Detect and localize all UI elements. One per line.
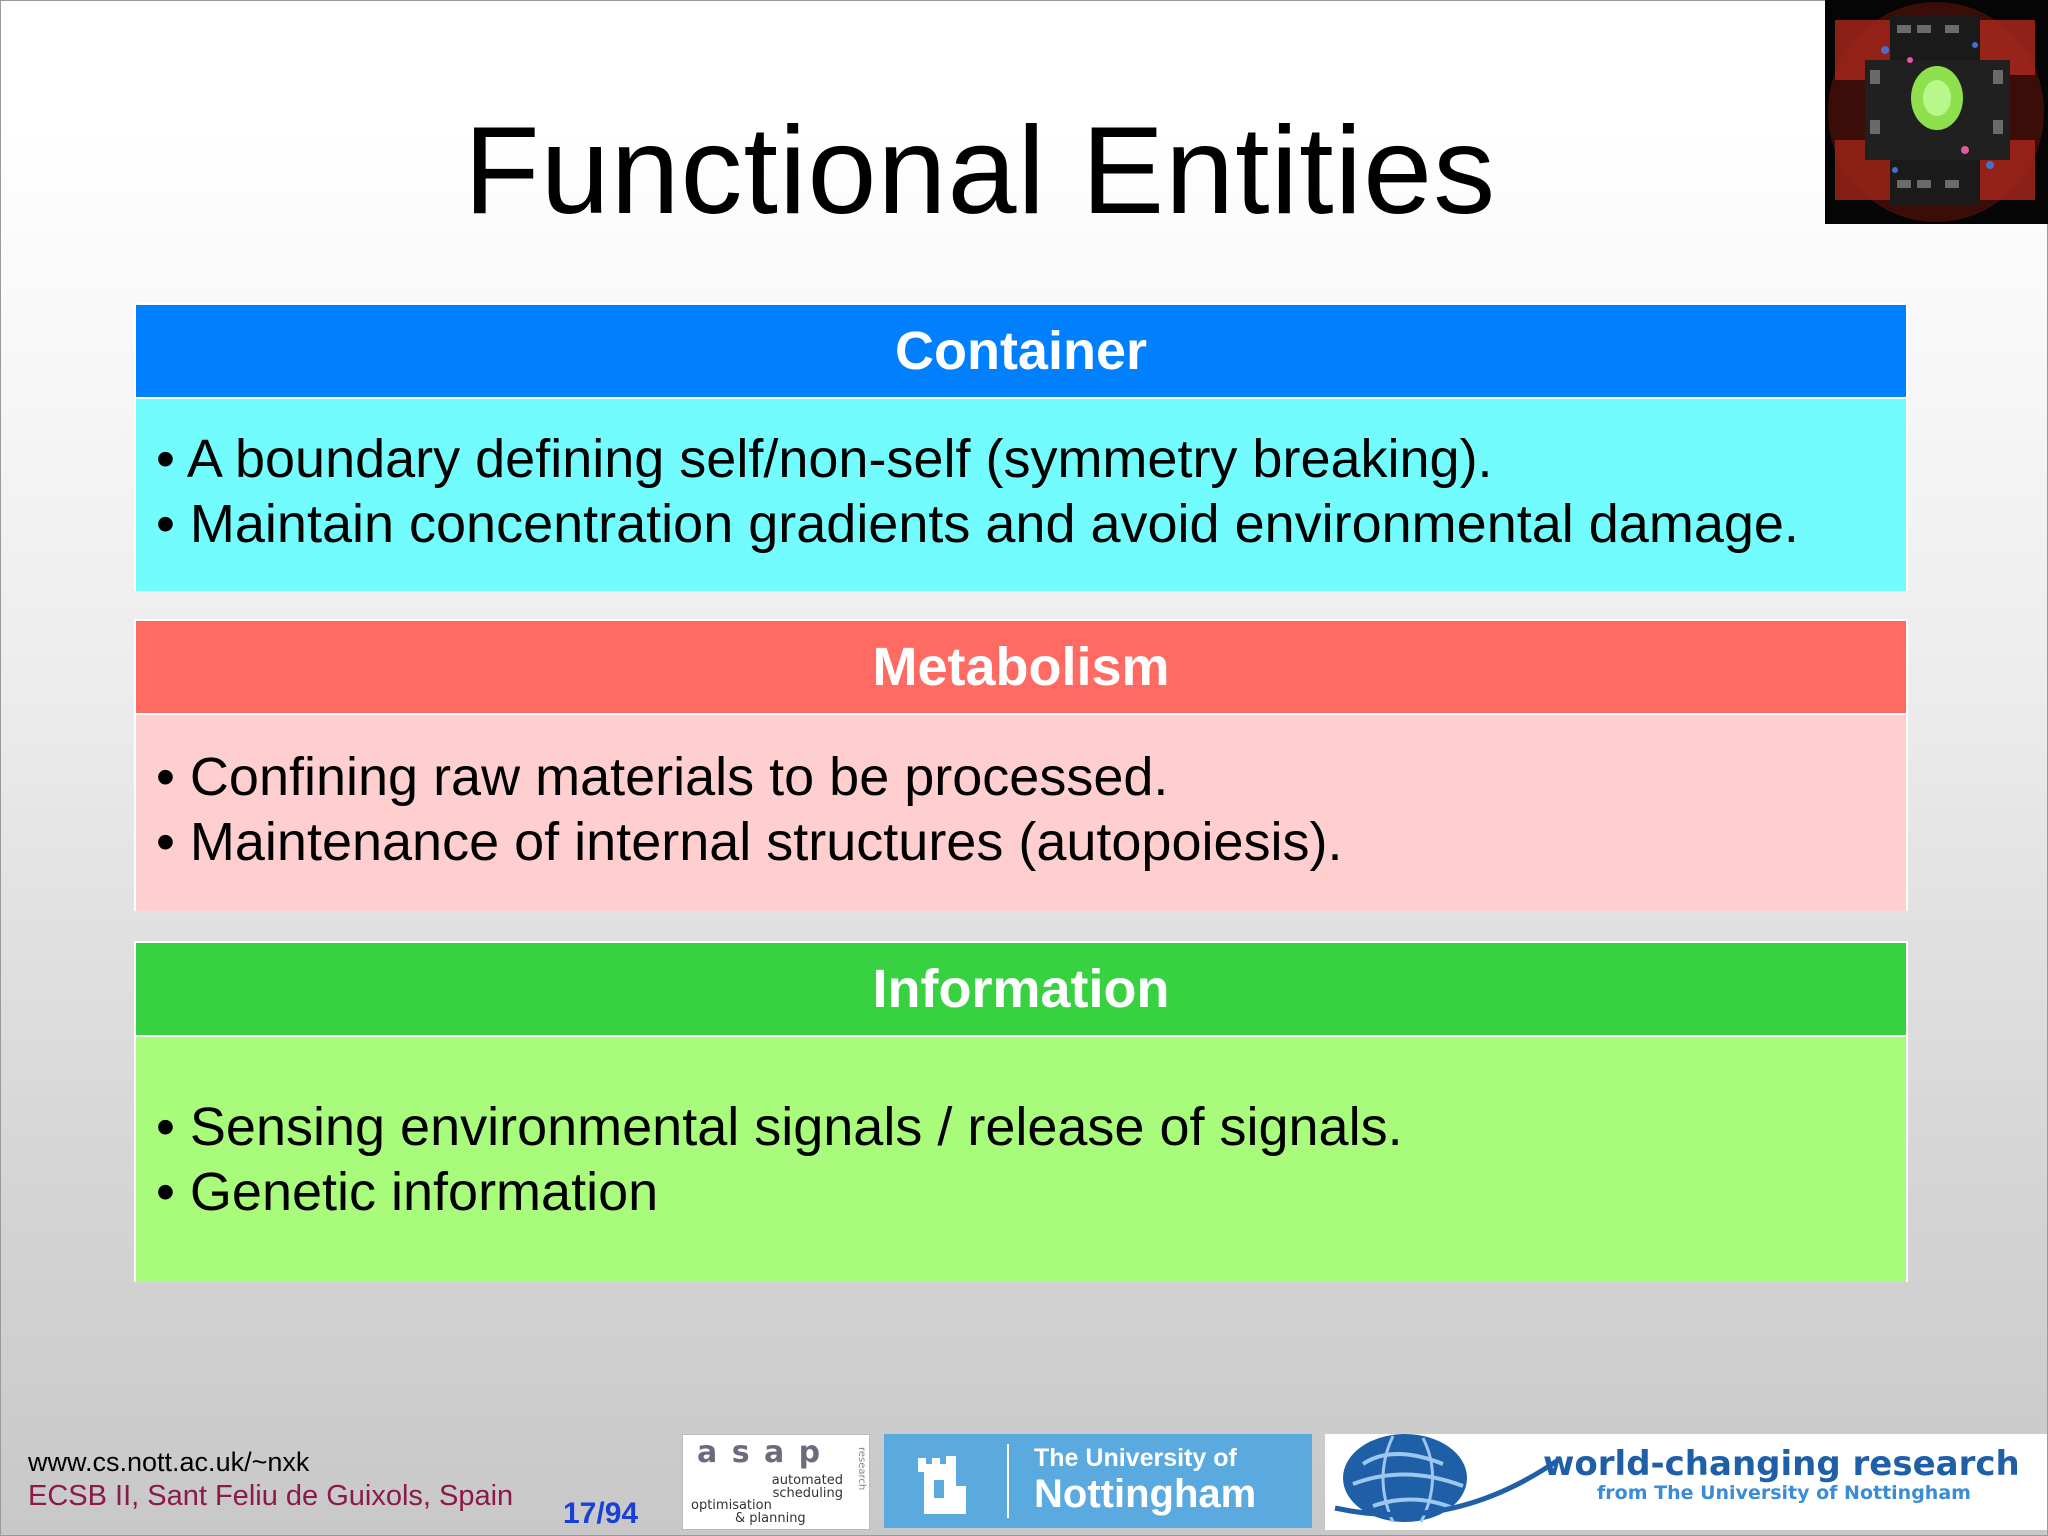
section-heading: Container bbox=[136, 305, 1906, 399]
section-heading: Information bbox=[136, 943, 1906, 1037]
bullet-item: • Confining raw materials to be processe… bbox=[156, 747, 1169, 807]
section-heading: Metabolism bbox=[136, 621, 1906, 715]
section-metabolism: Metabolism • Confining raw materials to … bbox=[134, 619, 1908, 911]
asap-logo-line: automated bbox=[771, 1473, 843, 1488]
footer-url: www.cs.nott.ac.uk/~nxk bbox=[28, 1447, 310, 1477]
world-logo-line1: world-changing research bbox=[1543, 1444, 2020, 1484]
logo-divider bbox=[1007, 1444, 1009, 1518]
asap-logo: a s a p automated scheduling optimisatio… bbox=[682, 1434, 870, 1530]
asap-logo-name: a s a p bbox=[697, 1435, 823, 1470]
footer-conference: ECSB II, Sant Feliu de Guixols, Spain bbox=[28, 1480, 514, 1512]
asap-logo-line: optimisation bbox=[691, 1498, 772, 1513]
section-body: • Sensing environmental signals / releas… bbox=[136, 1037, 1906, 1282]
bullet-item: • Maintain concentration gradients and a… bbox=[156, 494, 1799, 554]
world-changing-research-logo: world-changing research from The Univers… bbox=[1325, 1434, 2047, 1530]
page-number: 17/94 bbox=[563, 1497, 639, 1530]
castle-icon bbox=[918, 1456, 966, 1514]
bullet-item: • A boundary defining self/non-self (sym… bbox=[156, 429, 1493, 489]
nottingham-logo: The University of Nottingham bbox=[884, 1434, 1312, 1528]
section-body: • Confining raw materials to be processe… bbox=[136, 715, 1906, 911]
asap-logo-line: & planning bbox=[735, 1511, 806, 1526]
section-container: Container • A boundary defining self/non… bbox=[134, 303, 1908, 591]
nottingham-logo-line1: The University of bbox=[1034, 1444, 1237, 1472]
section-information: Information • Sensing environmental sign… bbox=[134, 941, 1908, 1282]
bullet-item: • Genetic information bbox=[156, 1162, 659, 1222]
world-logo-line2: from The University of Nottingham bbox=[1597, 1482, 1971, 1504]
asap-logo-side: research bbox=[856, 1447, 867, 1491]
nottingham-logo-line2: Nottingham bbox=[1034, 1472, 1257, 1516]
globe-icon bbox=[1334, 1434, 1563, 1523]
bullet-item: • Maintenance of internal structures (au… bbox=[156, 812, 1343, 872]
bullet-item: • Sensing environmental signals / releas… bbox=[156, 1097, 1403, 1157]
asap-logo-line: scheduling bbox=[772, 1486, 843, 1501]
slide-title: Functional Entities bbox=[463, 102, 1497, 240]
section-body: • A boundary defining self/non-self (sym… bbox=[136, 399, 1906, 591]
simulation-thumbnail-image bbox=[1825, 0, 2048, 224]
